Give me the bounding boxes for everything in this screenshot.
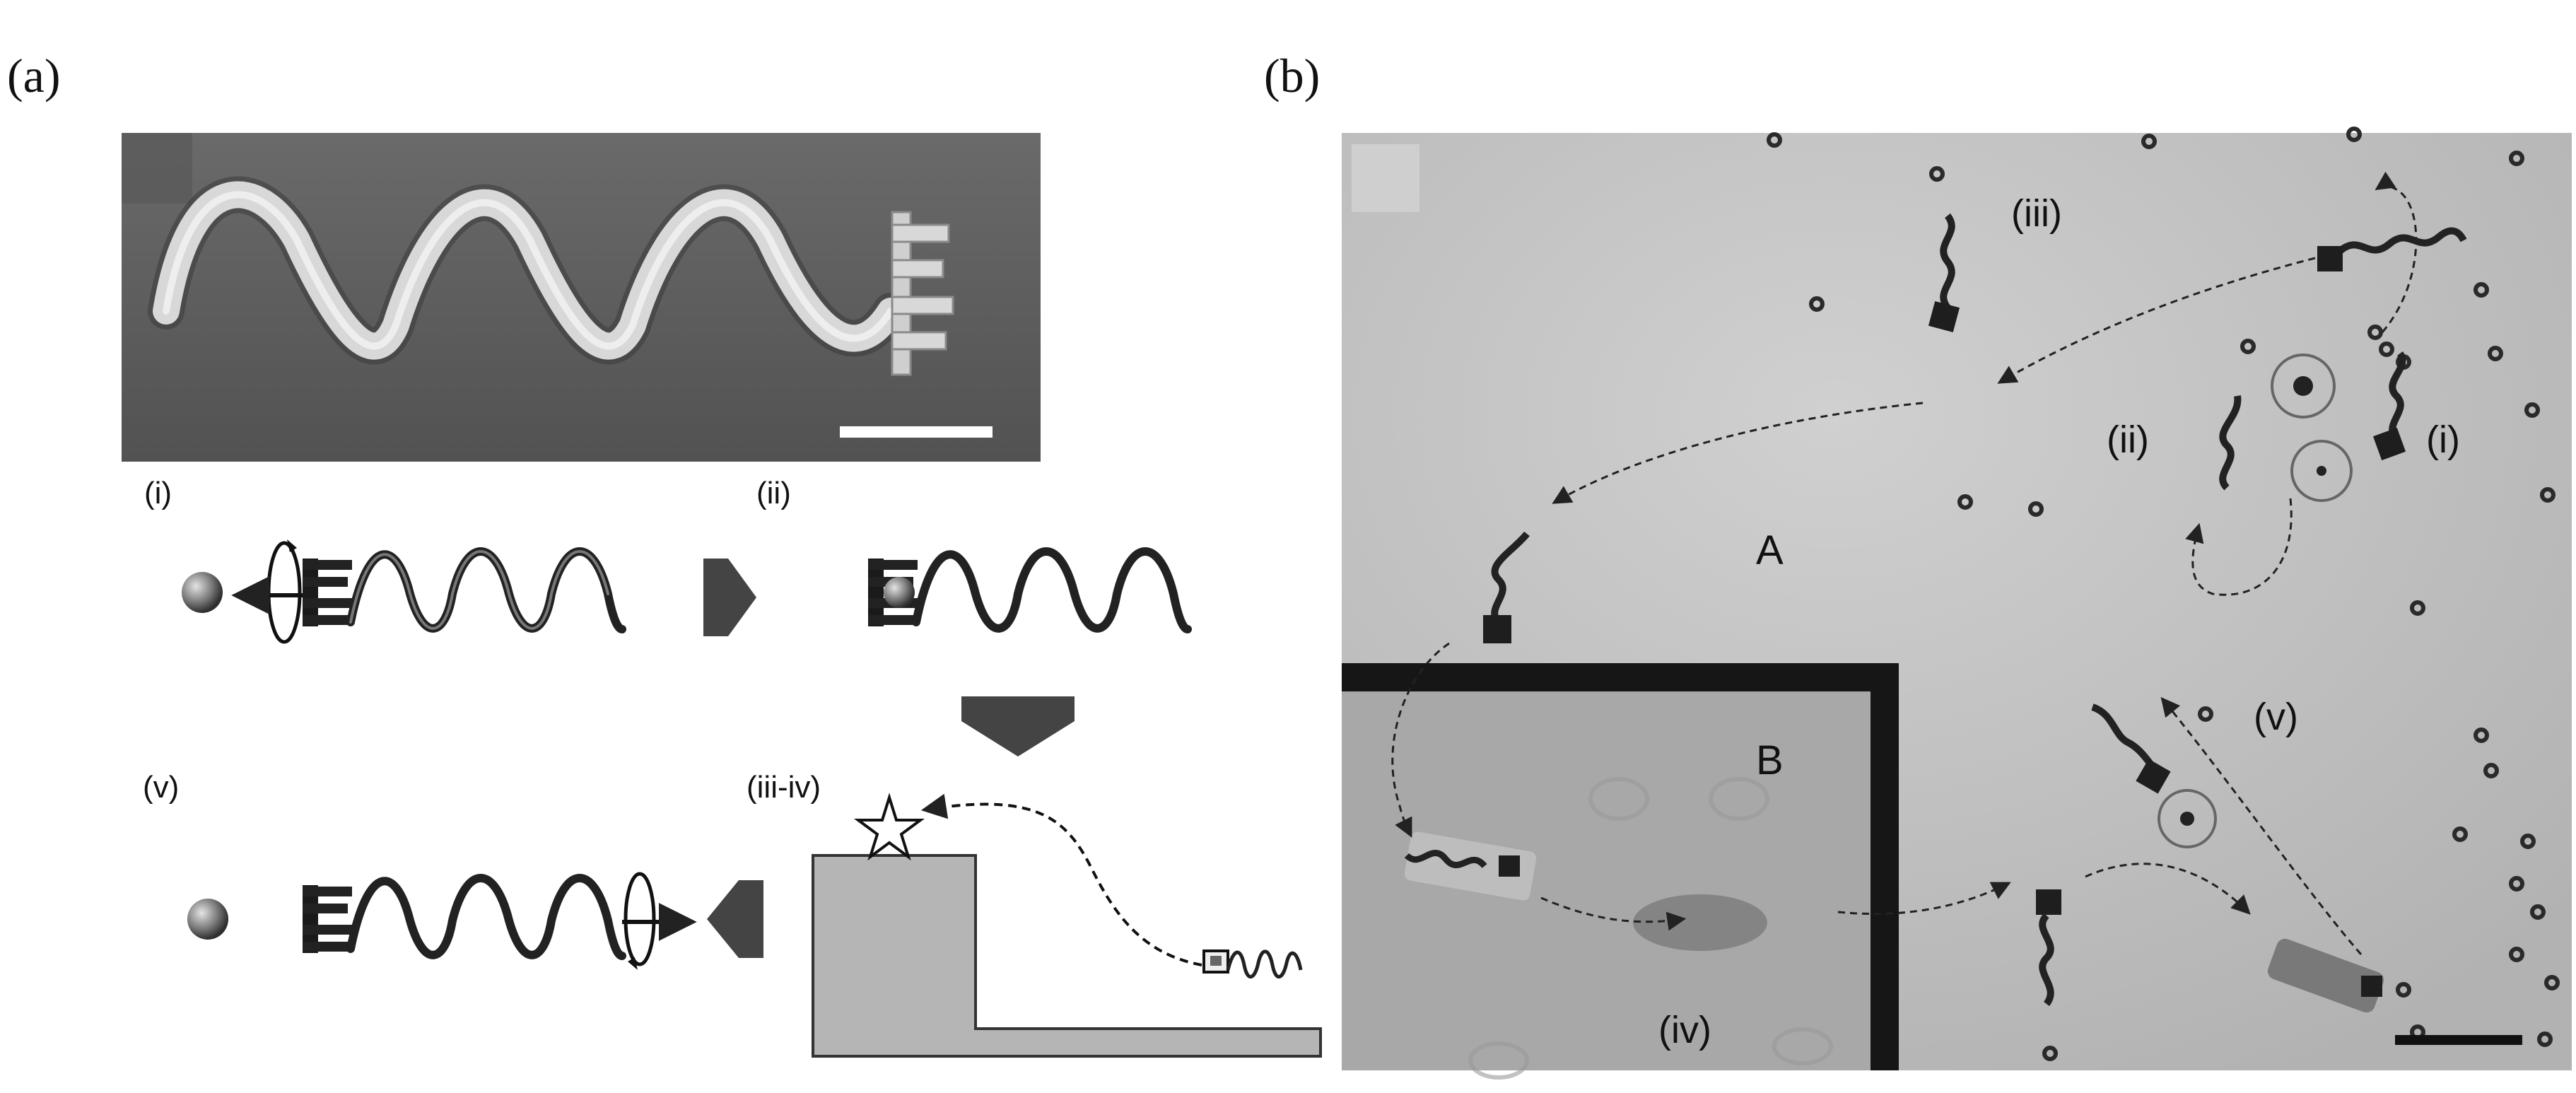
trajectories (1391, 171, 2418, 955)
trajectory-arrow-icon (1391, 642, 1450, 838)
trajectory-arrow-icon (1997, 257, 2316, 384)
step-label-ii: (ii) (756, 476, 791, 510)
schematic-step-v (187, 872, 697, 970)
microsphere-icon (182, 572, 223, 613)
panel-a-letter: (a) (7, 49, 60, 103)
micro-holder-icon (303, 885, 352, 953)
micro-robot-left (1483, 531, 1530, 643)
trajectory-arrow-icon (2160, 696, 2363, 955)
substrate-step (812, 854, 1322, 1058)
micro-robot-bottom-right (2267, 938, 2384, 1013)
micro-holder-icon (1202, 949, 1229, 974)
trajectory-arrow-icon (1552, 402, 1924, 504)
micro-robot-v-top (2091, 703, 2217, 848)
step-arrow-icon (961, 696, 1075, 756)
micrograph: (iii) (ii) (i) (v) (iv) A B (1342, 127, 2572, 1080)
stage-label-v: (v) (2254, 696, 2298, 738)
micro-robot-i (2290, 351, 2406, 502)
panel-b-letter: (b) (1264, 49, 1320, 103)
micro-holder-icon (868, 559, 918, 626)
micrograph-scale-bar-icon (2395, 1035, 2522, 1045)
schematic-step-ii (868, 547, 1192, 633)
trajectory-arrow-icon (1837, 882, 2011, 916)
stage-label-i: (i) (2426, 419, 2460, 461)
microsphere-icon (884, 577, 915, 608)
stage-label-iii: (iii) (2011, 192, 2062, 235)
step-label-i: (i) (144, 476, 172, 510)
stage-label-ii: (ii) (2107, 419, 2149, 461)
trajectory-arrow-icon (1540, 896, 1687, 931)
sem-image (122, 133, 1041, 462)
trajectory-arrow-icon (2185, 498, 2293, 596)
trajectory-arrow-icon (2085, 863, 2251, 915)
step-label-iii-iv: (iii-iv) (747, 770, 821, 805)
schematic-step-i (182, 539, 626, 644)
panel-b: (b) (1264, 49, 2572, 1080)
sem-micro-holder (891, 211, 954, 376)
particles (1767, 127, 2560, 1061)
trajectory-arrow-icon (920, 793, 1202, 966)
schematic-step-iii-iv (812, 793, 1322, 1058)
micro-robot-ii (2219, 353, 2336, 491)
micro-robot-in-b (1404, 831, 1767, 951)
micro-robot-bottom-center (2036, 889, 2061, 1007)
step-label-v: (v) (143, 770, 179, 805)
step-arrow-icon (703, 559, 756, 636)
helix-icon (346, 874, 626, 960)
micro-robot-top-right (2317, 227, 2467, 271)
stage-label-iv: (iv) (1658, 1009, 1711, 1051)
rotation-arrow-icon (622, 872, 697, 970)
panel-a: (a) (i) (ii) (iii-iv) (v) (7, 49, 1322, 1058)
step-arrow-icon (707, 880, 763, 958)
star-icon (853, 793, 925, 861)
sem-scale-bar-icon (840, 426, 993, 438)
helix-icon (346, 547, 626, 633)
trajectory-arrow-icon (2375, 171, 2418, 333)
region-label-a: A (1756, 527, 1784, 573)
micro-holder-icon (303, 559, 352, 626)
helix-icon (912, 547, 1192, 633)
region-label-b: B (1756, 737, 1784, 783)
micro-robot-iii (1928, 213, 1960, 333)
helix-icon (1226, 949, 1303, 978)
microsphere-icon (187, 899, 228, 940)
